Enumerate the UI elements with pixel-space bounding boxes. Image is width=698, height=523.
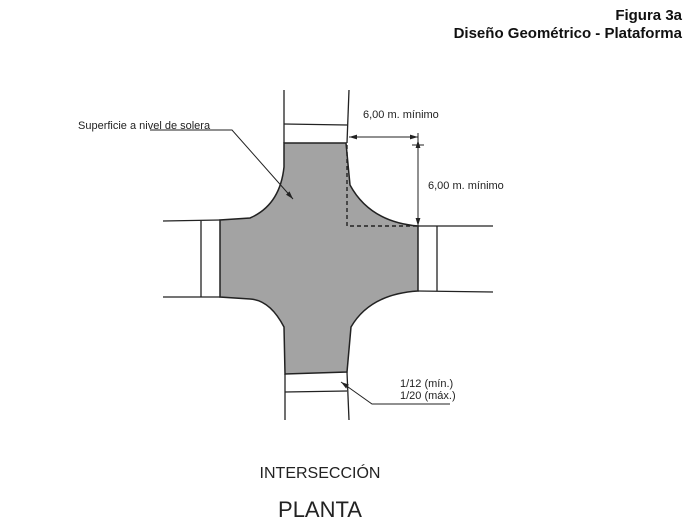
slope-min-label: 1/12 (mín.) [400, 378, 453, 390]
corner-guide-dashed [346, 145, 418, 227]
road-north-right-edge [346, 89, 350, 144]
figure-number: Figura 3a [615, 7, 682, 24]
slope-max-label: 1/20 (máx.) [400, 390, 456, 402]
road-south-right-edge [346, 371, 350, 421]
slope-leader [340, 381, 450, 405]
caption-title: PLANTA [278, 497, 362, 522]
raised-platform [219, 142, 419, 375]
crosswalk-south [284, 390, 348, 393]
crosswalk-north [283, 123, 348, 126]
dimension-horizontal-label: 6,00 m. mínimo [363, 109, 439, 121]
figure-title: Diseño Geométrico - Plataforma [453, 25, 682, 42]
road-west-top-edge [162, 219, 221, 222]
surface-leader [150, 129, 294, 200]
road-east-bottom-edge [417, 290, 494, 293]
surface-label: Superficie a nivel de solera [78, 120, 211, 132]
caption-subtitle: INTERSECCIÓN [259, 465, 381, 482]
dimension-vertical-label: 6,00 m. mínimo [428, 180, 504, 192]
